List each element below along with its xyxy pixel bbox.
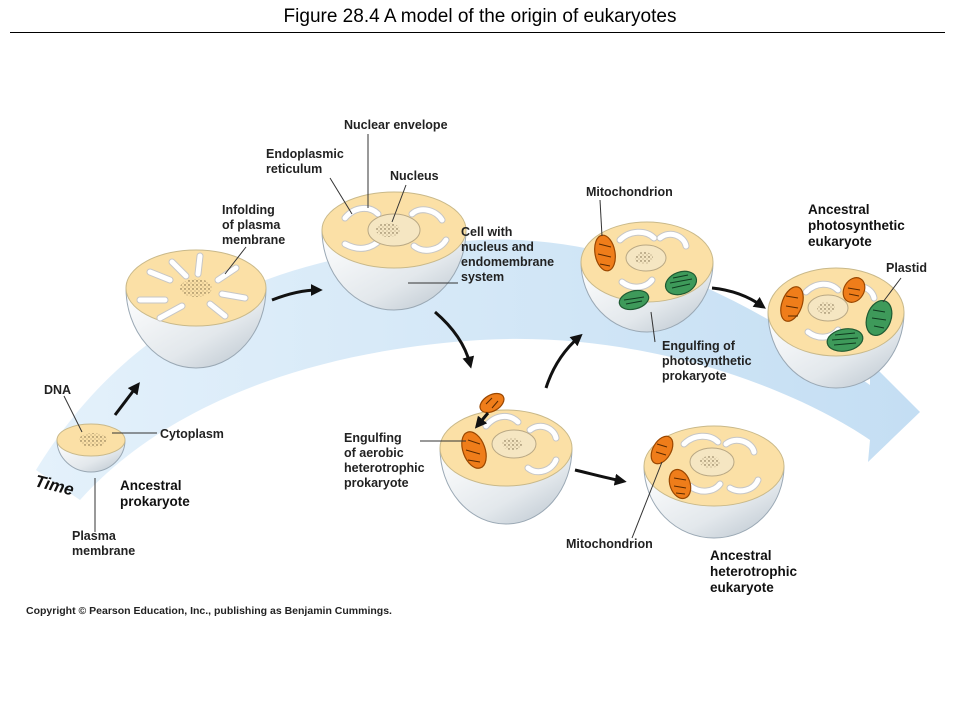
- mitochondrion-icon: [842, 277, 866, 303]
- nucleus-endomembrane-cell: [321, 191, 467, 311]
- aerobic-prokaryote-icon: [479, 392, 505, 414]
- arrow-3: [434, 310, 475, 369]
- ancestral-photosynthetic-label: Ancestral photosynthetic eukaryote: [808, 202, 909, 249]
- mitochondrion-icon: [780, 286, 804, 322]
- dna-icon: [180, 279, 212, 297]
- photosynthetic-prokaryote-icon: [618, 289, 650, 311]
- title-rule: [10, 32, 945, 33]
- dna-icon: [79, 433, 107, 447]
- dna-label: DNA: [44, 383, 71, 397]
- plastid-icon: [826, 328, 864, 352]
- copyright-text: Copyright © Pearson Education, Inc., pub…: [26, 605, 392, 617]
- plastid-icon: [865, 299, 893, 337]
- infolding-cell: [125, 249, 267, 369]
- nuclear-envelope-label: Nuclear envelope: [344, 118, 448, 132]
- engulfing-photosynthetic-cell: [580, 221, 714, 333]
- engulfing-aerobic-label: Engulfing of aerobic heterotrophic proka…: [344, 431, 428, 490]
- ancestral-heterotrophic-cell: [643, 425, 785, 539]
- engulf-arrow: [474, 412, 490, 429]
- mitochondrion-icon: [668, 468, 692, 500]
- ancestral-photosynthetic-cell: [767, 267, 905, 389]
- plastid-label: Plastid: [886, 261, 927, 275]
- infolding-label: Infolding of plasma membrane: [222, 203, 285, 247]
- arrow-5: [711, 286, 766, 309]
- arrow-2: [271, 284, 323, 302]
- ancestral-heterotrophic-label: Ancestral heterotrophic eukaryote: [710, 548, 801, 595]
- plasma-membrane-label: Plasma membrane: [72, 529, 135, 558]
- arrow-1: [113, 382, 140, 416]
- ancestral-prokaryote-label: Ancestral prokaryote: [120, 478, 190, 509]
- mitochondrion-icon: [650, 435, 674, 465]
- mitochondrion-bottom-label: Mitochondrion: [566, 537, 653, 551]
- engulfing-aerobic-cell: [439, 392, 573, 525]
- mitochondrion-top-label: Mitochondrion: [586, 185, 673, 199]
- figure-title: Figure 28.4 A model of the origin of euk…: [283, 6, 677, 27]
- ancestral-prokaryote-cell: [56, 423, 126, 473]
- nucleus-label: Nucleus: [390, 169, 439, 183]
- arrow-4: [544, 333, 583, 389]
- endoplasmic-reticulum-label: Endoplasmic reticulum: [266, 147, 347, 176]
- mitochondrion-icon: [461, 431, 487, 469]
- cytoplasm-label: Cytoplasm: [160, 427, 224, 441]
- arrow-6: [574, 468, 627, 486]
- cell-with-nucleus-label: Cell with nucleus and endomembrane syste…: [461, 225, 558, 284]
- chloroplast-icon: [664, 270, 698, 296]
- engulfing-photosynthetic-label: Engulfing of photosynthetic prokaryote: [662, 339, 755, 383]
